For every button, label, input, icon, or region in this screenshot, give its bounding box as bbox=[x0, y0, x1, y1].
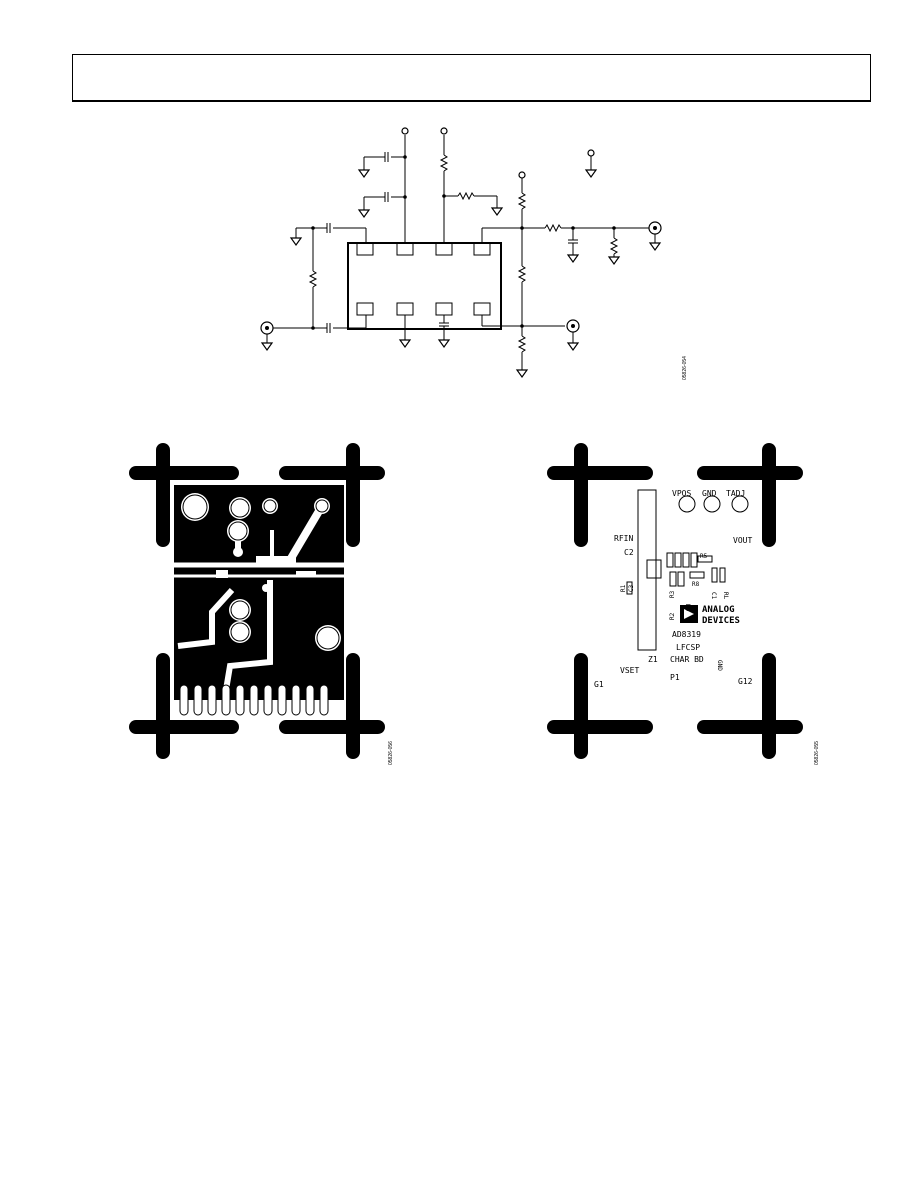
label-r5: R5 bbox=[700, 553, 708, 560]
label-r1: R1 bbox=[620, 584, 627, 592]
label-part: AD8319 bbox=[672, 630, 701, 639]
page-header-box bbox=[72, 54, 871, 102]
label-tadj: TADJ bbox=[726, 489, 745, 498]
label-z1: Z1 bbox=[648, 655, 658, 664]
label-g12: G12 bbox=[738, 677, 753, 686]
label-package: LFCSP bbox=[676, 643, 700, 652]
label-gnd: GND bbox=[702, 489, 717, 498]
label-r8: R8 bbox=[692, 581, 700, 588]
label-c3: C3 bbox=[628, 584, 635, 592]
label-rfin: RFIN bbox=[614, 534, 633, 543]
label-c2: C2 bbox=[624, 548, 634, 557]
label-r3: R3 bbox=[669, 590, 676, 598]
label-vset: VSET bbox=[620, 666, 639, 675]
label-vpos: VPOS bbox=[672, 489, 691, 498]
label-r4: R4 bbox=[684, 604, 691, 612]
label-vout: VOUT bbox=[733, 536, 752, 545]
svg-text:ANALOG: ANALOG bbox=[702, 605, 735, 615]
label-g1: G1 bbox=[594, 680, 604, 689]
schematic-diagram: 05826-054 bbox=[260, 127, 688, 380]
label-gnd2: GND bbox=[716, 660, 723, 671]
analog-devices-logo: ANALOG DEVICES bbox=[680, 605, 740, 626]
schematic-figure-code: 05826-054 bbox=[682, 356, 688, 380]
silkscreen-figure-code: 05826-055 bbox=[814, 741, 820, 765]
label-rl: RL bbox=[722, 592, 729, 600]
label-p1: P1 bbox=[670, 673, 680, 682]
label-c1: C1 bbox=[710, 592, 717, 600]
label-charbd: CHAR BD bbox=[670, 655, 704, 664]
label-r2: R2 bbox=[669, 612, 676, 620]
pcb-figure-code: 05826-056 bbox=[388, 741, 394, 765]
svg-text:DEVICES: DEVICES bbox=[702, 616, 740, 626]
